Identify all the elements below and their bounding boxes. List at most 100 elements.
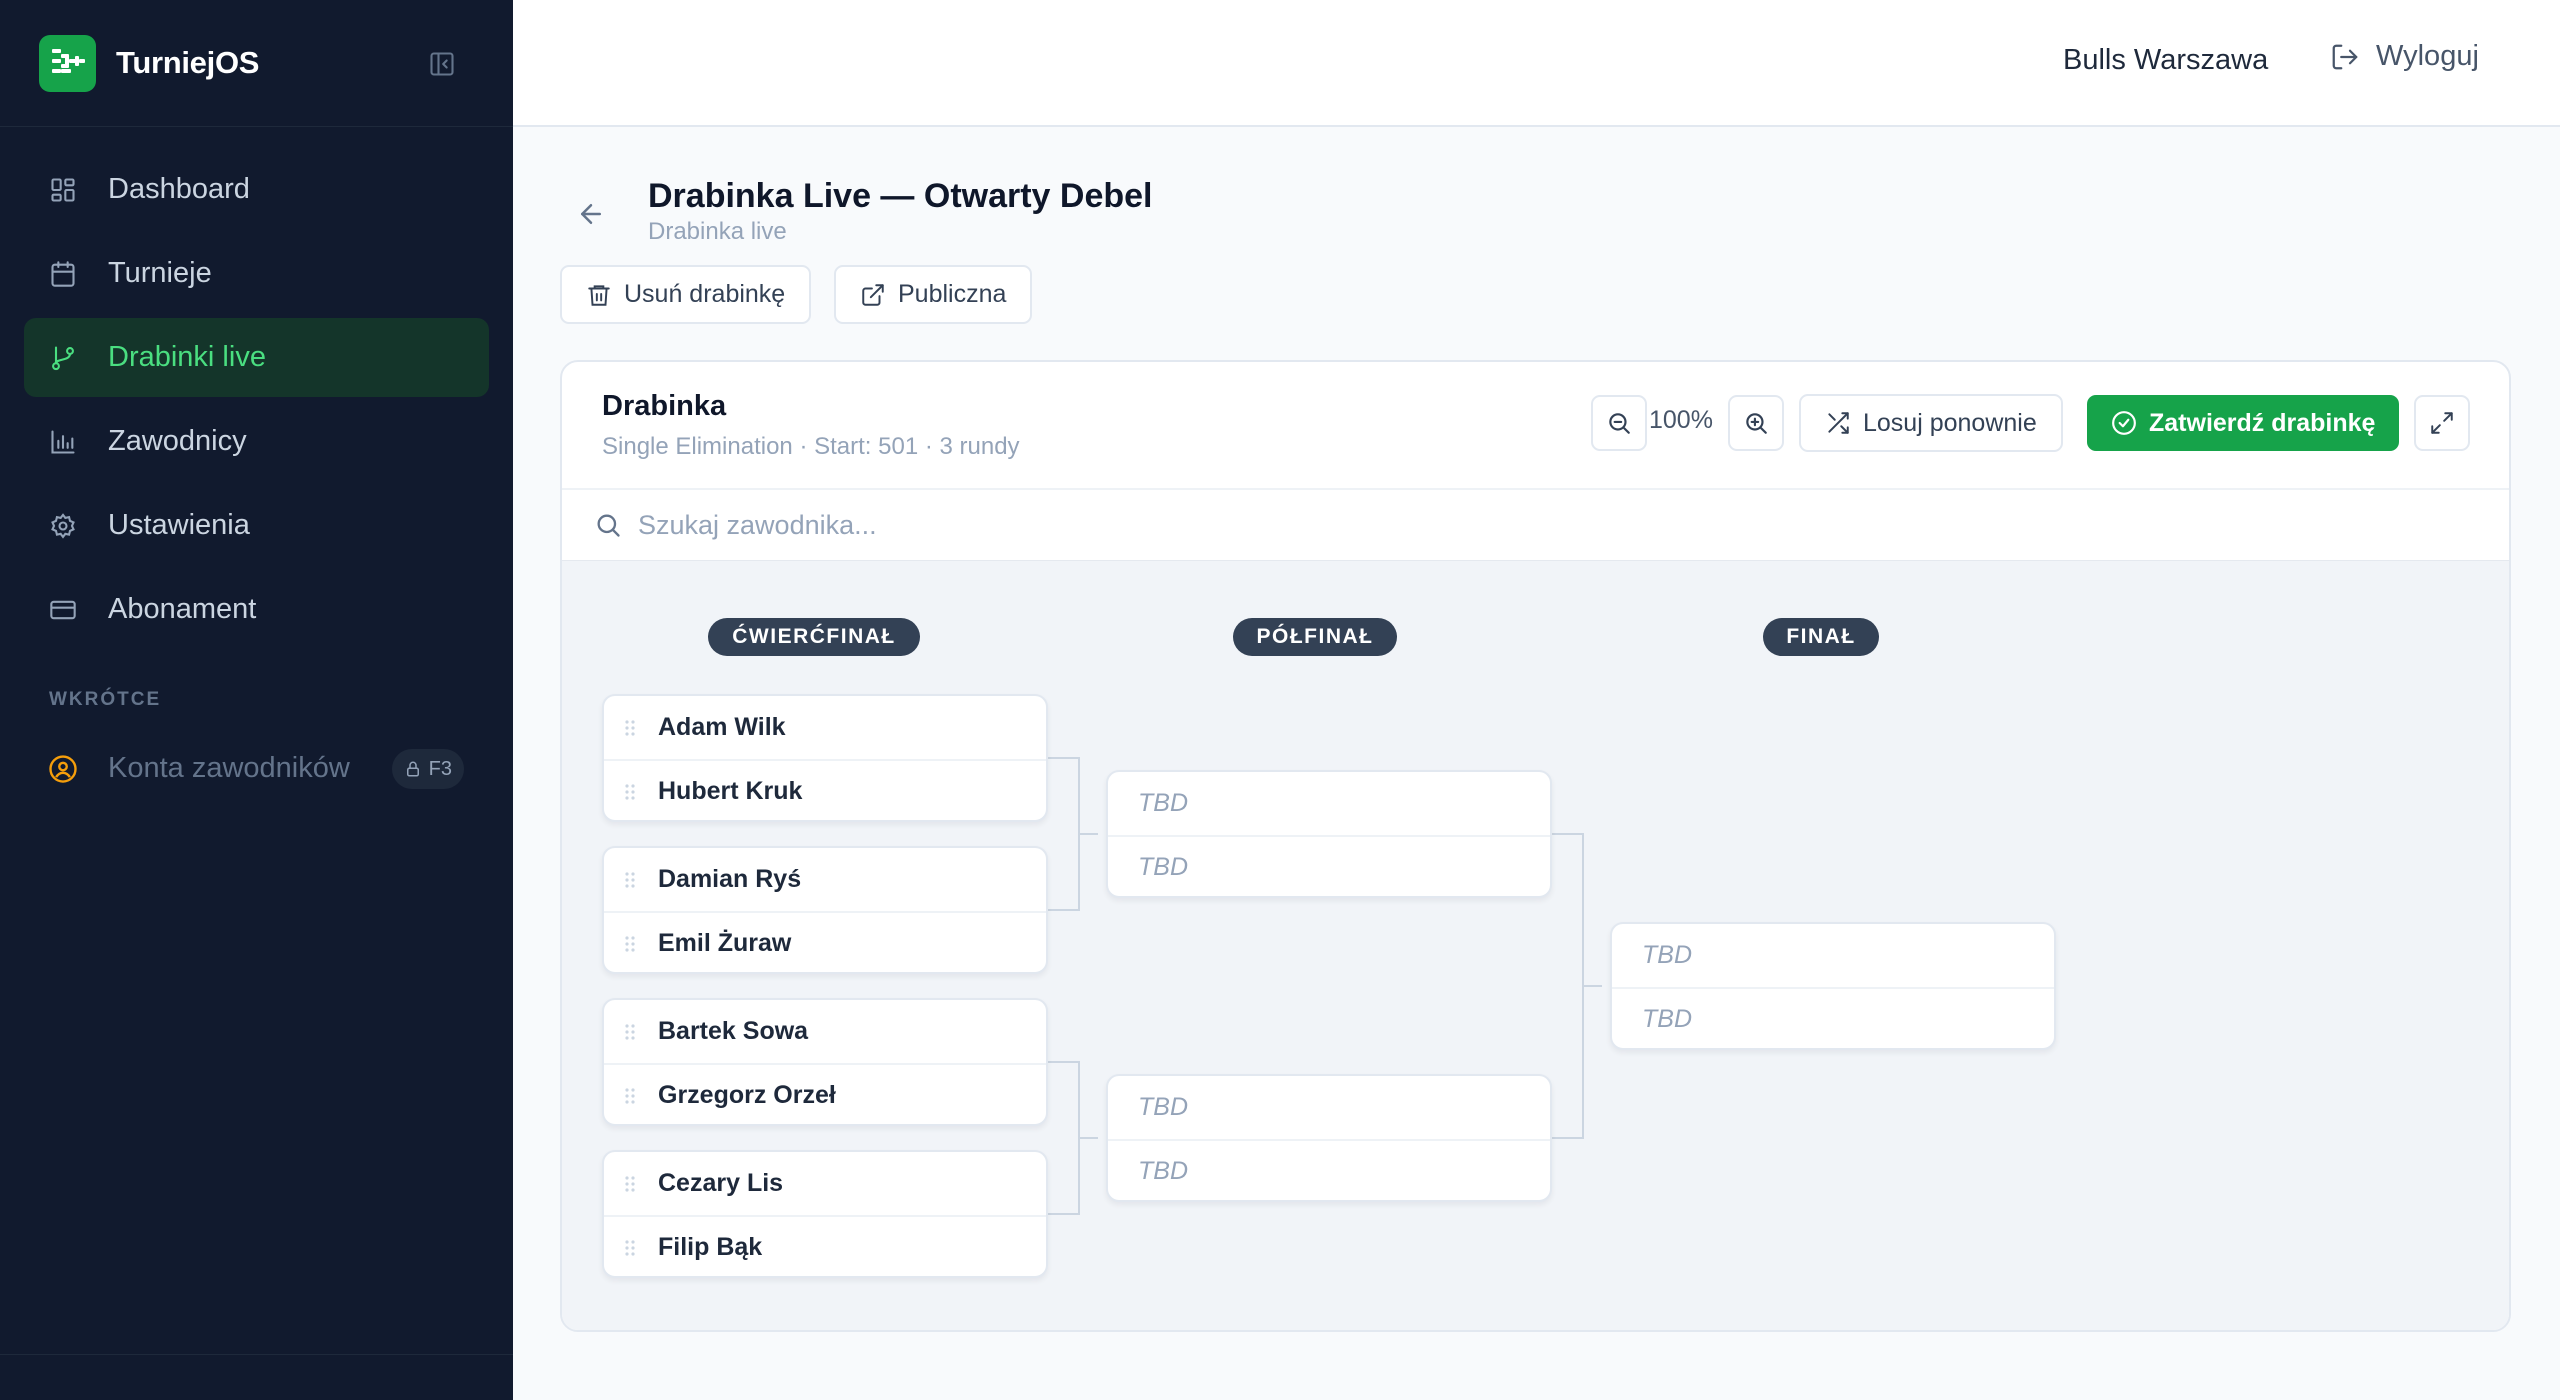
- search-icon: [597, 514, 620, 537]
- reshuffle-label: Losuj ponownie: [1863, 408, 2037, 437]
- match-card: Damian Ryś Emil Żuraw: [602, 846, 1048, 974]
- sidebar-item-abonament[interactable]: Abonament: [24, 570, 489, 649]
- sidebar-section-label: WKRÓTCE: [49, 689, 162, 710]
- external-link-icon: [862, 283, 884, 306]
- drag-handle-icon[interactable]: [622, 1022, 638, 1042]
- logout-label: Wyloguj: [2376, 40, 2479, 72]
- player-name: Grzegorz Orzeł: [658, 1081, 836, 1109]
- sidebar-item-ustawienia[interactable]: Ustawienia: [24, 486, 489, 565]
- player-slot: TBD: [1108, 1076, 1550, 1139]
- match-card: Cezary Lis Filip Bąk: [602, 1150, 1048, 1278]
- tbd-label: TBD: [1138, 853, 1188, 881]
- sidebar-header: TurniejOS: [0, 0, 513, 127]
- collapse-sidebar-icon[interactable]: [426, 48, 458, 80]
- card-meta: Single Elimination · Start: 501 · 3 rund…: [602, 433, 1020, 460]
- sidebar-item-label: Dashboard: [108, 173, 250, 205]
- topbar: Bulls Warszawa Wyloguj: [513, 0, 2560, 127]
- zoom-in-button[interactable]: [1728, 395, 1784, 451]
- logout-button[interactable]: Wyloguj: [2330, 40, 2479, 73]
- drag-handle-icon[interactable]: [622, 782, 638, 802]
- public-view-label: Publiczna: [898, 280, 1007, 308]
- player-slot: TBD: [1108, 772, 1550, 835]
- sidebar-item-turnieje[interactable]: Turnieje: [24, 234, 489, 313]
- zoom-level: 100%: [1649, 406, 1713, 434]
- app-logo-icon: [39, 34, 96, 92]
- bracket-canvas: ĆWIERĆFINAŁ PÓŁFINAŁ FINAŁ Adam Wilk Hub…: [562, 560, 2509, 1330]
- sidebar-item-label: Turnieje: [108, 257, 212, 289]
- page-title: Drabinka Live — Otwarty Debel: [648, 177, 1153, 215]
- zoom-out-button[interactable]: [1591, 395, 1647, 451]
- zoom-in-icon: [1746, 413, 1767, 434]
- arrow-left-icon: [581, 204, 601, 224]
- round-label: FINAŁ: [1763, 618, 1879, 656]
- git-branch-icon: [48, 343, 78, 373]
- feature-badge: F3: [391, 749, 464, 789]
- bracket-connectors: [1048, 757, 1602, 1215]
- sidebar-item-dashboard[interactable]: Dashboard: [24, 150, 489, 229]
- confirm-bracket-button[interactable]: Zatwierdź drabinkę: [2087, 395, 2400, 451]
- page-subtitle: Drabinka live: [648, 218, 787, 245]
- player-slot[interactable]: Grzegorz Orzeł: [604, 1063, 1046, 1126]
- match-card: TBD TBD: [1106, 770, 1552, 898]
- reshuffle-button[interactable]: Losuj ponownie: [1799, 394, 2063, 452]
- trash-icon: [588, 284, 610, 306]
- player-slot[interactable]: Bartek Sowa: [604, 1000, 1046, 1063]
- sidebar-item-label: Abonament: [108, 593, 257, 625]
- drag-handle-icon[interactable]: [622, 1174, 638, 1194]
- sidebar: TurniejOS Dashboard Turnieje Drabinki li…: [0, 0, 513, 1400]
- tbd-label: TBD: [1138, 1157, 1188, 1185]
- player-search: [562, 488, 2509, 560]
- grid-icon: [48, 175, 78, 205]
- fullscreen-button[interactable]: [2414, 395, 2470, 451]
- player-name: Filip Bąk: [658, 1233, 763, 1261]
- sidebar-item-zawodnicy[interactable]: Zawodnicy: [24, 402, 489, 481]
- sidebar-item-label: Drabinki live: [108, 341, 266, 373]
- round-label: PÓŁFINAŁ: [1233, 618, 1397, 656]
- player-name: Cezary Lis: [658, 1169, 784, 1197]
- gear-icon: [48, 511, 78, 541]
- lock-icon: [406, 761, 419, 777]
- sidebar-item-label: Konta zawodników: [108, 752, 350, 784]
- match-card: TBD TBD: [1610, 922, 2056, 1050]
- round-label: ĆWIERĆFINAŁ: [708, 618, 920, 656]
- public-view-button[interactable]: Publiczna: [834, 265, 1033, 324]
- player-slot: TBD: [1612, 924, 2054, 987]
- player-slot[interactable]: Damian Ryś: [604, 848, 1046, 911]
- delete-bracket-label: Usuń drabinkę: [624, 280, 786, 308]
- player-slot[interactable]: Cezary Lis: [604, 1152, 1046, 1215]
- bar-chart-icon: [48, 427, 78, 457]
- sidebar-item-drabinki-live[interactable]: Drabinki live: [24, 318, 489, 397]
- expand-icon: [2431, 412, 2453, 434]
- shuffle-icon: [1828, 412, 1849, 434]
- delete-bracket-button[interactable]: Usuń drabinkę: [560, 265, 812, 324]
- player-slot[interactable]: Filip Bąk: [604, 1215, 1046, 1278]
- drag-handle-icon[interactable]: [622, 1238, 638, 1258]
- back-button[interactable]: [573, 196, 609, 232]
- tbd-label: TBD: [1138, 789, 1188, 817]
- user-circle-icon: [48, 754, 78, 784]
- sidebar-nav: Dashboard Turnieje Drabinki live Zawodni…: [0, 127, 513, 808]
- logout-icon: [2332, 44, 2358, 69]
- player-slot[interactable]: Emil Żuraw: [604, 911, 1046, 974]
- player-name: Hubert Kruk: [658, 777, 803, 805]
- sidebar-item-label: Zawodnicy: [108, 425, 247, 457]
- drag-handle-icon[interactable]: [622, 934, 638, 954]
- player-slot[interactable]: Hubert Kruk: [604, 759, 1046, 822]
- feature-badge-label: F3: [428, 757, 452, 780]
- drag-handle-icon[interactable]: [622, 870, 638, 890]
- tbd-label: TBD: [1642, 1005, 1692, 1033]
- sidebar-footer: [0, 1354, 513, 1400]
- player-slot[interactable]: Adam Wilk: [604, 696, 1046, 759]
- player-slot: TBD: [1108, 1139, 1550, 1202]
- card-title: Drabinka: [602, 390, 727, 422]
- drag-handle-icon[interactable]: [622, 1086, 638, 1106]
- drag-handle-icon[interactable]: [622, 718, 638, 738]
- sidebar-item-label: Ustawienia: [108, 509, 250, 541]
- bracket-card: Drabinka Single Elimination · Start: 501…: [560, 360, 2511, 1332]
- check-circle-icon: [2112, 411, 2136, 435]
- player-name: Emil Żuraw: [658, 929, 792, 957]
- player-slot: TBD: [1612, 987, 2054, 1050]
- calendar-icon: [48, 259, 78, 289]
- app-name: TurniejOS: [116, 45, 260, 80]
- search-input[interactable]: [638, 509, 1438, 541]
